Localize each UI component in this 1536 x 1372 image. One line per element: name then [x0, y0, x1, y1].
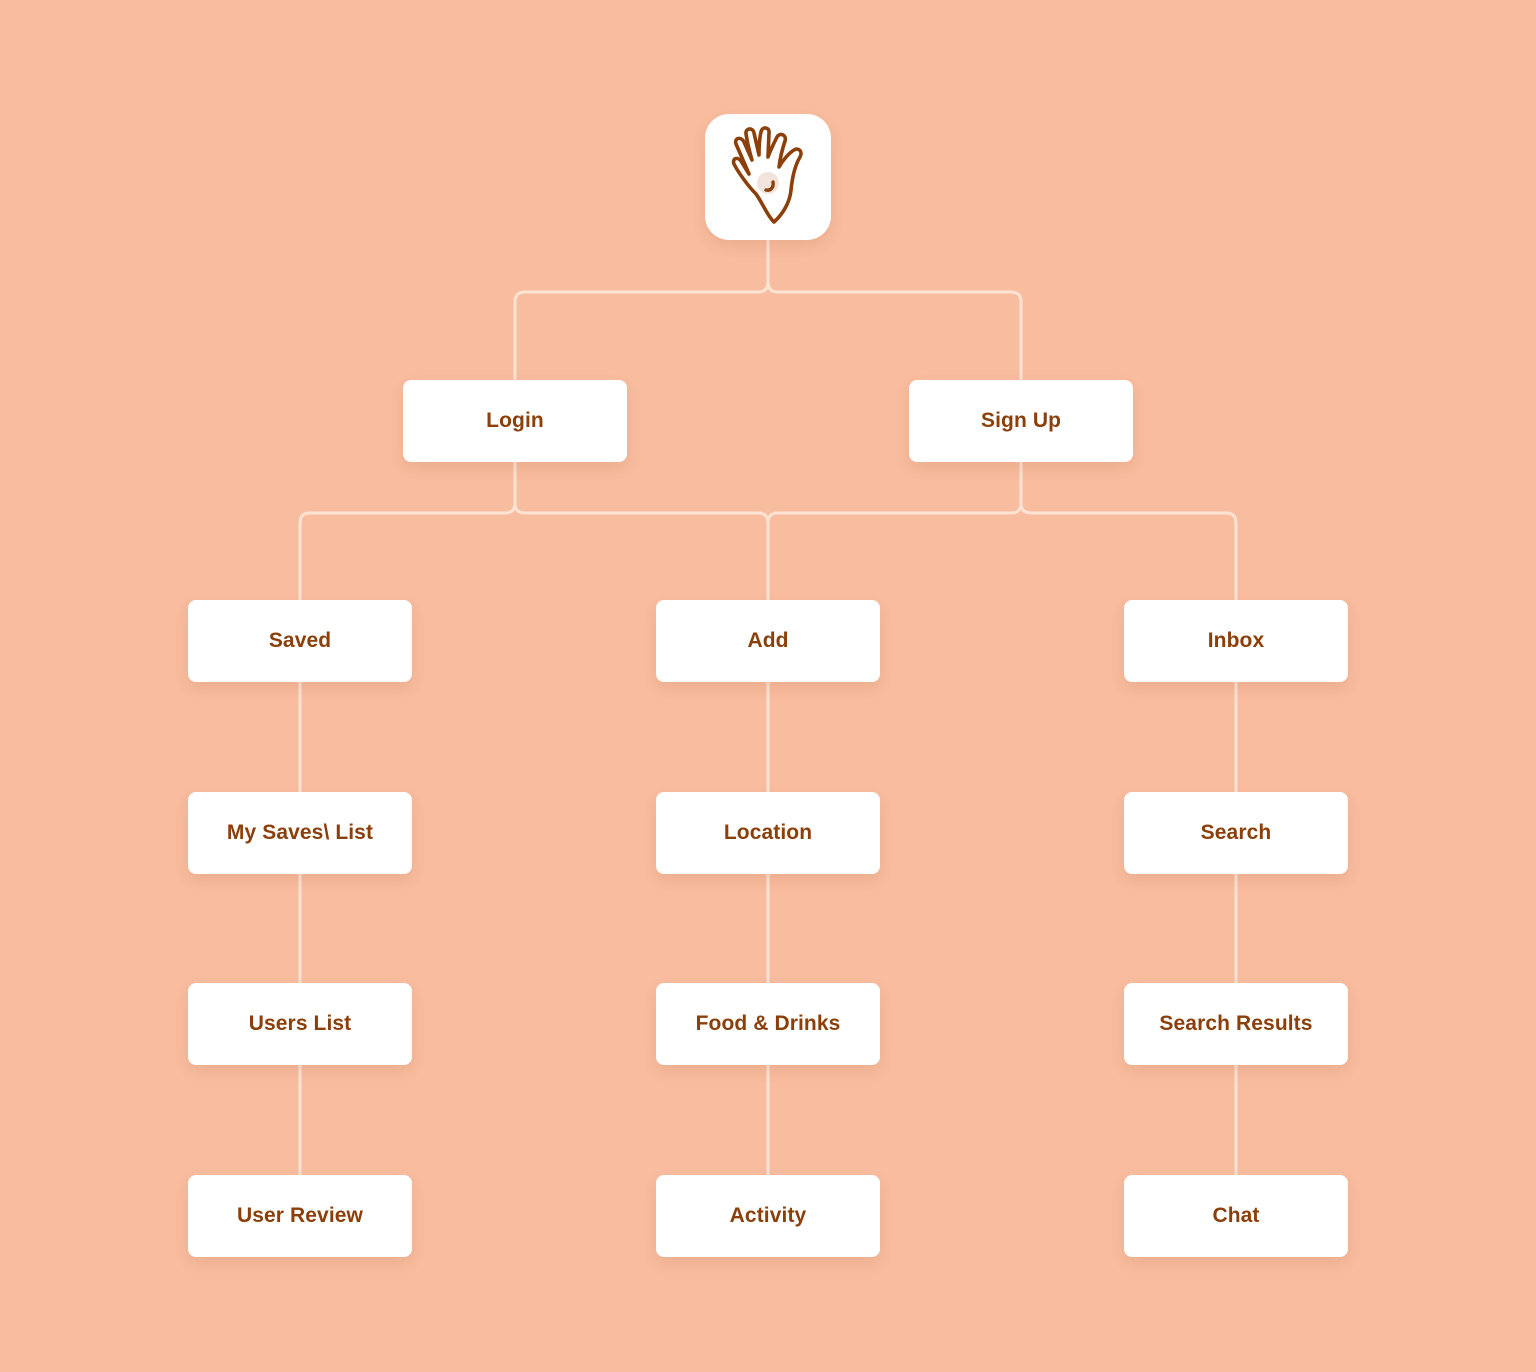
login-node[interactable]: Login: [403, 380, 627, 462]
connector-app-to-signup: [766, 280, 1023, 382]
inbox-node[interactable]: Inbox: [1124, 600, 1348, 682]
hand-icon: [731, 126, 803, 224]
my-saves-list-node[interactable]: My Saves\ List: [188, 792, 412, 874]
add-label: Add: [747, 629, 789, 652]
connector-app-to-login: [513, 238, 770, 382]
chat-node[interactable]: Chat: [1124, 1175, 1348, 1257]
connector-signup-to-inbox: [1019, 501, 1238, 602]
app-logo[interactable]: [705, 114, 831, 240]
activity-label: Activity: [729, 1204, 807, 1227]
food-drinks-node[interactable]: Food & Drinks: [656, 983, 880, 1065]
search-label: Search: [1200, 821, 1272, 844]
sign-up-label: Sign Up: [980, 409, 1062, 432]
location-label: Location: [723, 821, 813, 844]
connector-login-to-add: [513, 501, 770, 602]
user-review-label: User Review: [236, 1204, 363, 1227]
users-list-node[interactable]: Users List: [188, 983, 412, 1065]
search-node[interactable]: Search: [1124, 792, 1348, 874]
add-node[interactable]: Add: [656, 600, 880, 682]
connector-login-to-saved: [298, 460, 517, 602]
saved-label: Saved: [268, 629, 332, 652]
search-results-node[interactable]: Search Results: [1124, 983, 1348, 1065]
sign-up-node[interactable]: Sign Up: [909, 380, 1133, 462]
activity-node[interactable]: Activity: [656, 1175, 880, 1257]
location-node[interactable]: Location: [656, 792, 880, 874]
connector-signup-to-add: [766, 460, 1023, 525]
user-review-node[interactable]: User Review: [188, 1175, 412, 1257]
saved-node[interactable]: Saved: [188, 600, 412, 682]
users-list-label: Users List: [248, 1012, 352, 1035]
search-results-label: Search Results: [1159, 1012, 1313, 1035]
inbox-label: Inbox: [1207, 629, 1265, 652]
my-saves-list-label: My Saves\ List: [226, 821, 374, 844]
food-drinks-label: Food & Drinks: [695, 1012, 841, 1035]
chat-label: Chat: [1212, 1204, 1260, 1227]
login-label: Login: [486, 409, 544, 432]
